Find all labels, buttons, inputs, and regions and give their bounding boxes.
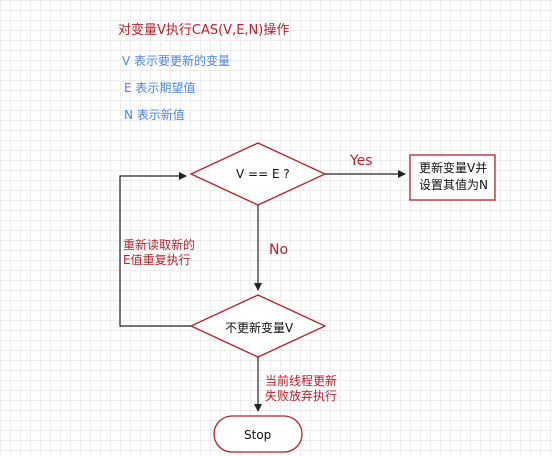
no-label: No [269,242,289,258]
legend-e: E 表示期望值 [124,81,196,95]
update-box-line-2: 设置其值为N [419,178,488,192]
legend-v: V 表示要更新的变量 [122,54,231,68]
retry-label-line-2: E值重复执行 [123,253,191,267]
update-box-line-1: 更新变量V并 [419,161,488,175]
fail-label-line-1: 当前线程更新 [265,374,338,388]
yes-label: Yes [350,153,373,169]
legend-n: N 表示新值 [124,108,185,122]
fail-label-line-2: 失败放弃执行 [265,389,338,403]
retry-label-line-1: 重新读取新的 [123,238,196,252]
stop-terminator [213,415,303,453]
retry-loop-arrow [119,172,191,327]
decision-check-label: V == E ? [236,167,290,181]
update-variable-box [409,154,496,201]
diagram-title: 对变量V执行CAS(V,E,N)操作 [118,23,290,38]
stop-label: Stop [244,428,272,442]
no-update-label: 不更新变量V [225,321,294,335]
